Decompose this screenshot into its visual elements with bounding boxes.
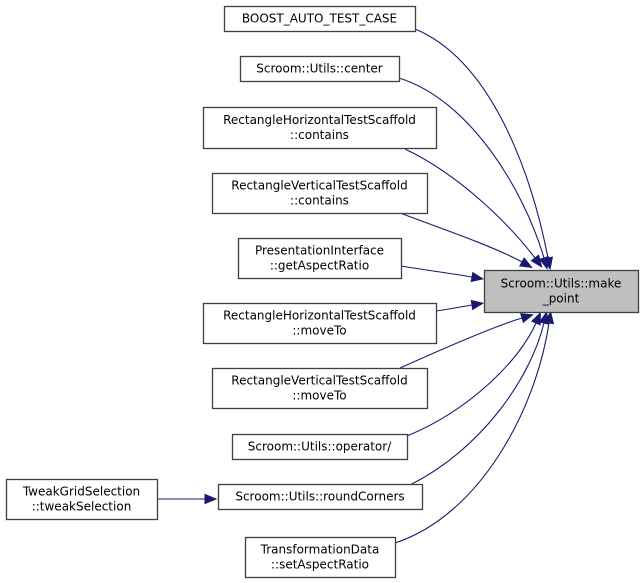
edge-utils-operator-div [406, 311, 541, 437]
node-box[interactable] [483, 269, 640, 314]
arrowhead-icon [520, 313, 534, 324]
node-box[interactable] [237, 237, 403, 280]
arrowhead-icon [530, 254, 543, 268]
edge-td-setaspectratio [394, 310, 555, 544]
node-label: Scroom::Utils::make [501, 277, 622, 291]
node-label: ::moveTo [292, 389, 346, 403]
edge-line [404, 148, 536, 259]
node-box[interactable] [231, 433, 409, 461]
node-label: ::setAspectRatio [271, 558, 369, 572]
node-td-setaspectratio[interactable]: TransformationData::setAspectRatio [244, 536, 397, 579]
arrowhead-icon [530, 311, 541, 326]
node-label: RectangleHorizontalTestScaffold [223, 309, 416, 323]
node-box[interactable] [223, 5, 417, 33]
node-label: ::moveTo [292, 324, 346, 338]
node-box[interactable] [211, 367, 429, 410]
edge-rvt-moveto [399, 313, 534, 369]
node-label: TweakGridSelection [22, 485, 140, 499]
node-label: ::contains [290, 128, 349, 142]
arrowhead-icon [470, 271, 485, 283]
node-utils-roundcorners[interactable]: Scroom::Utils::roundCorners [217, 483, 424, 511]
node-label: ::contains [290, 194, 349, 208]
edge-utils-center [398, 77, 549, 270]
node-label: Scroom::Utils::operator/ [248, 440, 392, 454]
edge-rvt-contains [399, 212, 533, 268]
node-box[interactable] [202, 302, 438, 345]
edge-line [394, 322, 550, 544]
node-tgs-tweakselection[interactable]: TweakGridSelection::tweakSelection [5, 478, 159, 521]
edge-tgs-tweakselection [157, 493, 218, 505]
edge-line [400, 265, 473, 278]
node-rht-moveto[interactable]: RectangleHorizontalTestScaffold::moveTo [202, 302, 438, 345]
node-label: RectangleVerticalTestScaffold [231, 374, 407, 388]
node-rvt-contains[interactable]: RectangleVerticalTestScaffold::contains [211, 172, 429, 215]
node-utils-center[interactable]: Scroom::Utils::center [239, 55, 401, 83]
edge-line [409, 322, 545, 486]
node-box[interactable] [5, 478, 159, 521]
node-box[interactable] [211, 172, 429, 215]
edge-rht-moveto [435, 299, 485, 312]
arrowhead-icon [538, 256, 549, 270]
node-box[interactable] [239, 55, 401, 83]
node-label: Scroom::Utils::roundCorners [235, 490, 404, 504]
nodes-layer: BOOST_AUTO_TEST_CASEScroom::Utils::cente… [5, 5, 640, 579]
arrowhead-icon [204, 493, 218, 505]
node-label: Scroom::Utils::center [256, 62, 383, 76]
node-make-point[interactable]: Scroom::Utils::make_point [483, 269, 640, 314]
node-rht-contains[interactable]: RectangleHorizontalTestScaffold::contain… [202, 106, 438, 150]
node-label: _point [542, 292, 580, 306]
node-label: RectangleHorizontalTestScaffold [223, 113, 416, 127]
node-boost-auto-test-case[interactable]: BOOST_AUTO_TEST_CASE [223, 5, 417, 33]
node-label: PresentationInterface [255, 244, 384, 258]
node-rvt-moveto[interactable]: RectangleVerticalTestScaffold::moveTo [211, 367, 429, 410]
arrowhead-icon [543, 310, 555, 325]
edges-layer [157, 28, 555, 544]
edge-line [399, 212, 523, 263]
node-label: ::tweakSelection [32, 500, 132, 514]
node-label: RectangleVerticalTestScaffold [231, 179, 407, 193]
edge-line [435, 304, 473, 312]
edge-pi-getaspectratio [400, 265, 485, 283]
node-label: TransformationData [260, 543, 380, 557]
arrowhead-icon [470, 299, 485, 311]
edge-rht-contains [404, 148, 543, 268]
arrowhead-icon [519, 257, 533, 268]
node-box[interactable] [217, 483, 424, 511]
node-box[interactable] [202, 106, 438, 150]
node-pi-getaspectratio[interactable]: PresentationInterface::getAspectRatio [237, 237, 403, 280]
node-label: ::getAspectRatio [270, 259, 369, 273]
edge-line [414, 28, 549, 259]
node-utils-operator-div[interactable]: Scroom::Utils::operator/ [231, 433, 409, 461]
node-box[interactable] [244, 536, 397, 579]
edge-line [406, 322, 537, 437]
node-label: BOOST_AUTO_TEST_CASE [242, 12, 397, 26]
edge-line [398, 77, 545, 259]
edge-line [399, 317, 523, 369]
